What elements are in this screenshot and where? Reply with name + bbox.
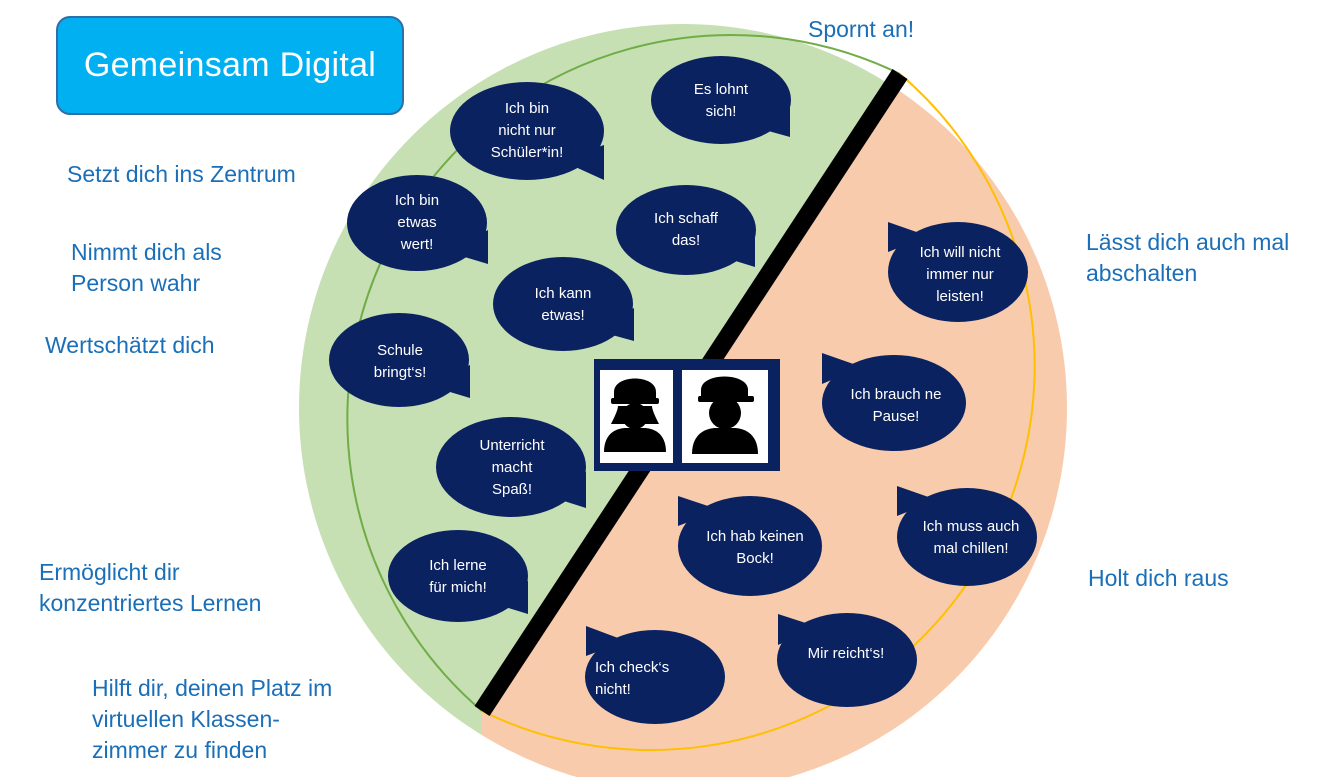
bubble-text-12: Ich muss auch mal chillen! bbox=[922, 518, 1020, 557]
speech-bubble-12 bbox=[897, 486, 1037, 586]
bubble-text-7: Unterricht macht Spaß! bbox=[479, 437, 545, 498]
bubble-text-13: Mir reicht‘s! bbox=[807, 645, 885, 662]
speech-bubble-10 bbox=[822, 353, 966, 451]
speech-bubble-11 bbox=[678, 496, 822, 596]
speech-bubble-7 bbox=[436, 417, 586, 517]
speech-bubble-13 bbox=[777, 613, 917, 707]
bubble-text-8: Ich lerne für mich! bbox=[429, 557, 487, 596]
label-left-5: Hilft dir, deinen Platz im virtuellen Kl… bbox=[92, 675, 333, 763]
page-title: Gemeinsam Digital bbox=[83, 46, 377, 84]
bubble-text-5: Ich kann etwas! bbox=[534, 285, 592, 324]
label-right-2: Holt dich raus bbox=[1088, 565, 1229, 591]
speech-bubble-4 bbox=[616, 185, 756, 275]
speech-bubble-8 bbox=[388, 530, 528, 622]
bubble-text-11: Ich hab keinen Bock! bbox=[706, 528, 804, 567]
speech-bubble-2 bbox=[651, 56, 791, 144]
student-male-icon bbox=[692, 376, 758, 454]
label-right-1: Lässt dich auch mal abschalten bbox=[1086, 229, 1290, 286]
bubble-text-2: Es lohnt sich! bbox=[693, 81, 749, 120]
student-female-icon bbox=[604, 378, 666, 452]
speech-bubble-6 bbox=[329, 313, 470, 407]
bubble-text-9: Ich will nicht immer nur leisten! bbox=[919, 244, 1001, 305]
bubble-text-1: Ich bin nicht nur Schüler*in! bbox=[490, 100, 564, 161]
label-left-4: Ermöglicht dir konzentriertes Lernen bbox=[39, 559, 262, 616]
label-left-1: Setzt dich ins Zentrum bbox=[67, 161, 296, 187]
title-box: Gemeinsam Digital bbox=[56, 16, 404, 115]
speech-bubble-3 bbox=[347, 175, 488, 271]
bubble-text-14: Ich check‘s nicht! bbox=[595, 659, 670, 698]
speech-bubble-9 bbox=[888, 222, 1028, 322]
bubble-text-10: Ich brauch ne Pause! bbox=[850, 386, 942, 425]
speech-bubble-14 bbox=[585, 626, 725, 724]
label-left-2: Nimmt dich als Person wahr bbox=[71, 239, 222, 296]
speech-bubble-1 bbox=[450, 82, 604, 180]
speech-bubble-5 bbox=[493, 257, 634, 351]
bubble-text-3: Ich bin etwas wert! bbox=[394, 192, 440, 253]
bubble-text-4: Ich schaff das! bbox=[654, 210, 718, 249]
label-top: Spornt an! bbox=[808, 16, 915, 42]
bubble-text-6: Schule bringt‘s! bbox=[373, 342, 427, 381]
label-left-3: Wertschätzt dich bbox=[45, 332, 215, 358]
